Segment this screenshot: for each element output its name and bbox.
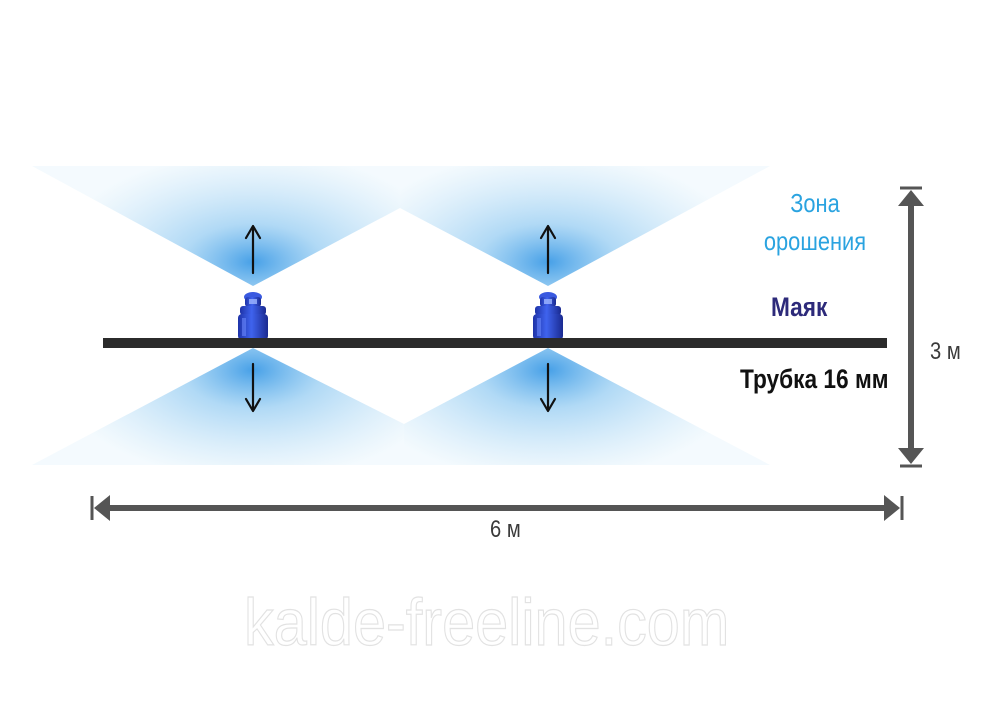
arrow-icon — [539, 362, 557, 413]
irrigation-zone-label-line1: Зона — [790, 188, 840, 218]
spray-zone-upper-right — [400, 166, 770, 286]
tube-label: Трубка 16 мм — [740, 364, 889, 394]
height-dimension — [898, 186, 924, 468]
emitter-icon — [533, 292, 563, 340]
irrigation-zone-label: Зона орошения — [760, 184, 869, 260]
spray-zone-lower-left — [32, 348, 404, 465]
tube-line — [103, 338, 887, 348]
irrigation-zone-label-line2: орошения — [763, 226, 867, 256]
spray-zone-upper-left — [32, 166, 400, 286]
spray-zone-lower-right — [404, 348, 770, 465]
watermark: kalde-freeline.com — [243, 584, 730, 659]
height-label: 3 м — [930, 338, 961, 365]
arrow-icon — [244, 224, 262, 275]
beacon-label: Маяк — [771, 292, 828, 322]
emitter-icon — [238, 292, 268, 340]
width-label: 6 м — [490, 516, 521, 543]
arrow-icon — [244, 362, 262, 413]
arrow-icon — [539, 224, 557, 275]
width-dimension — [90, 495, 904, 521]
